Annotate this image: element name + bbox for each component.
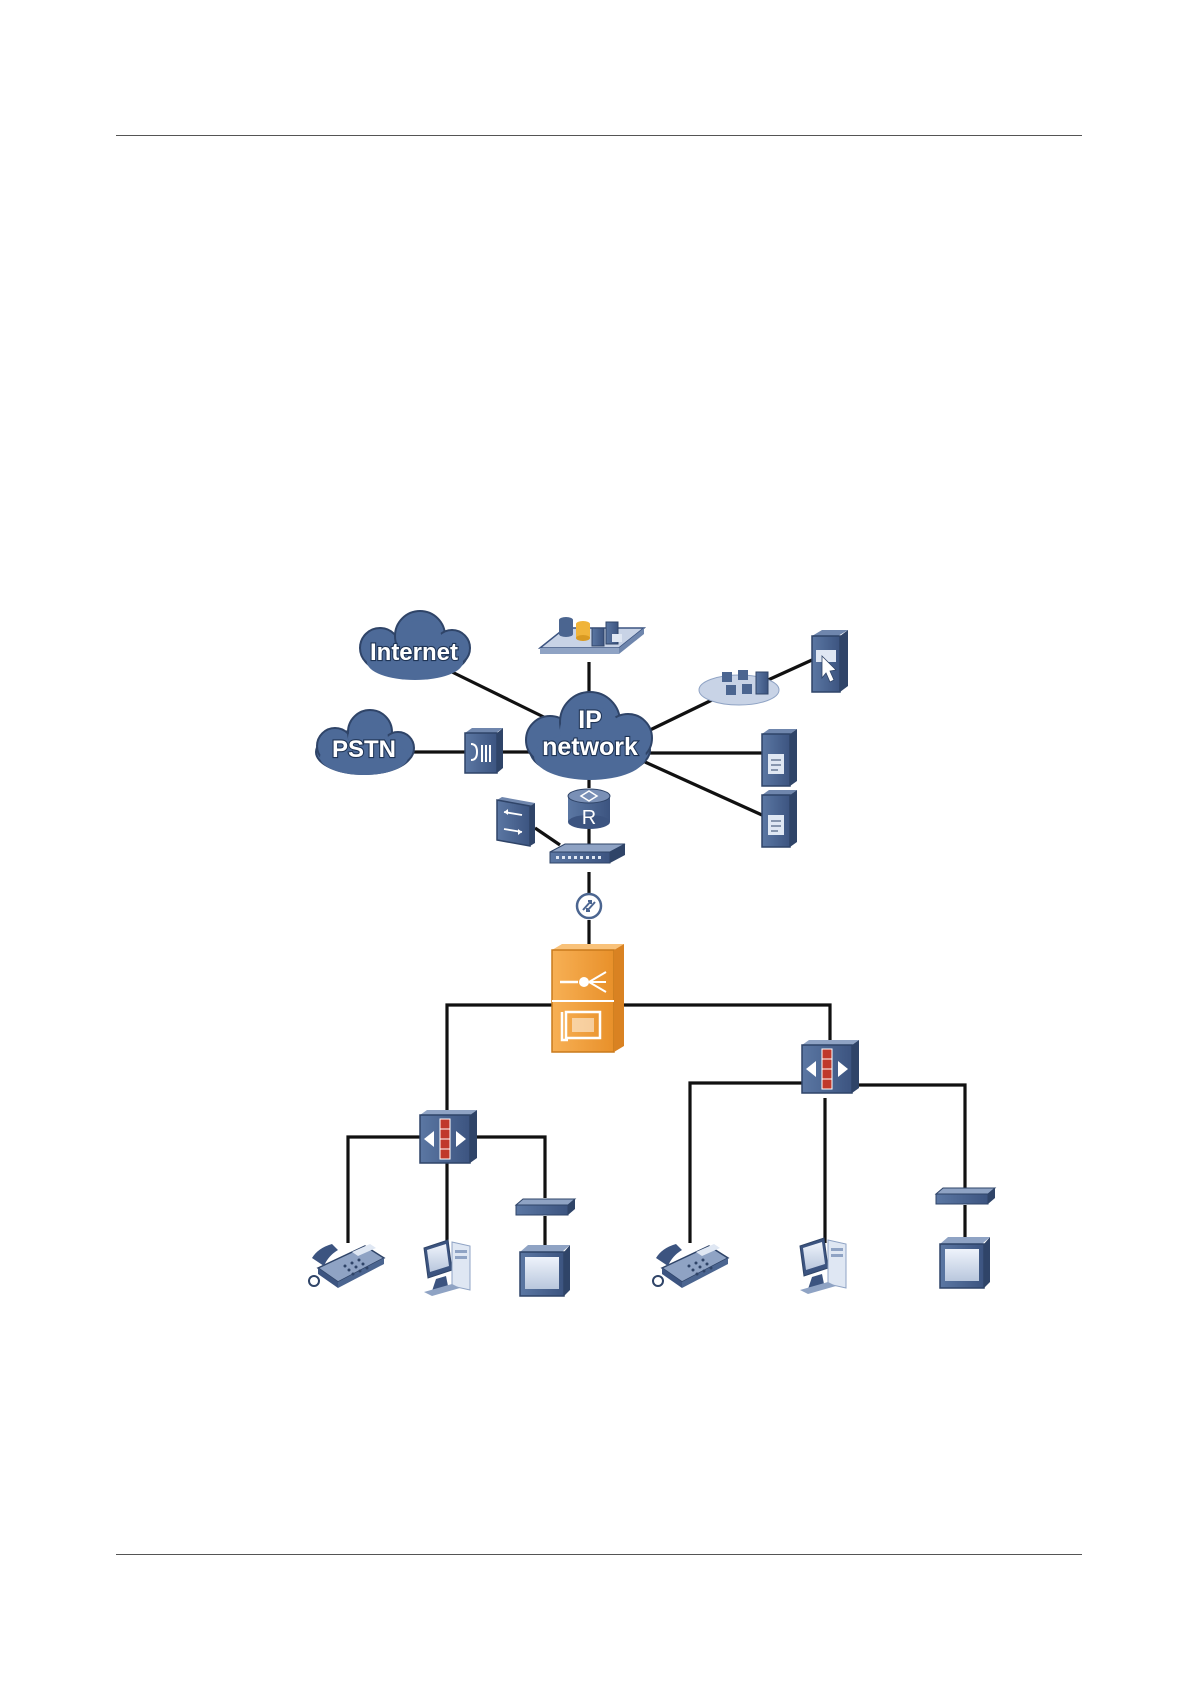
internet-cloud: Internet (360, 611, 470, 680)
router-letter: R (582, 807, 596, 829)
pc-icon-right (800, 1238, 846, 1294)
link-ip-workstations (650, 700, 712, 730)
switch-icon (550, 844, 625, 863)
set-top-box-icon-right (936, 1188, 995, 1204)
link-workstations-mgmt (768, 660, 812, 680)
firewall-icon-right (802, 1040, 859, 1093)
link-gateway-fw-right (623, 1005, 830, 1045)
router-icon: R (568, 789, 610, 829)
link-l2switch-switch (535, 828, 560, 845)
l2-switch-icon (497, 797, 535, 846)
pstn-cloud: PSTN (316, 710, 414, 775)
tv-monitor-icon-right (940, 1237, 990, 1288)
link-ip-fileserver2 (645, 762, 762, 815)
internet-label: Internet (370, 639, 458, 666)
ip-network-label-line1: IP (578, 706, 602, 734)
link-fwright-stb (856, 1085, 965, 1188)
set-top-box-icon-left (516, 1199, 575, 1215)
management-server-icon (812, 630, 848, 692)
server-cluster-icon (540, 617, 644, 654)
voice-gateway-icon (465, 728, 503, 773)
link-fwright-phone (690, 1083, 802, 1243)
security-gateway-icon (552, 944, 624, 1052)
link-fwleft-phone (348, 1137, 420, 1243)
link-gateway-fw-left (447, 1005, 552, 1115)
link-internet-ip (452, 672, 558, 724)
ip-phone-icon-right (653, 1244, 728, 1288)
link-fwleft-stb (474, 1137, 545, 1198)
file-server-icon-2 (762, 790, 797, 847)
pstn-label: PSTN (332, 736, 396, 763)
pc-icon-left (424, 1240, 470, 1296)
ip-network-cloud: IP network (526, 692, 652, 780)
firewall-icon-left (420, 1110, 477, 1163)
tv-monitor-icon-left (520, 1245, 570, 1296)
ip-network-label-line2: network (542, 733, 638, 761)
ip-phone-icon-left (309, 1244, 384, 1288)
transceiver-icon (577, 894, 601, 918)
workstation-group-icon (699, 670, 779, 705)
file-server-icon-1 (762, 729, 797, 786)
